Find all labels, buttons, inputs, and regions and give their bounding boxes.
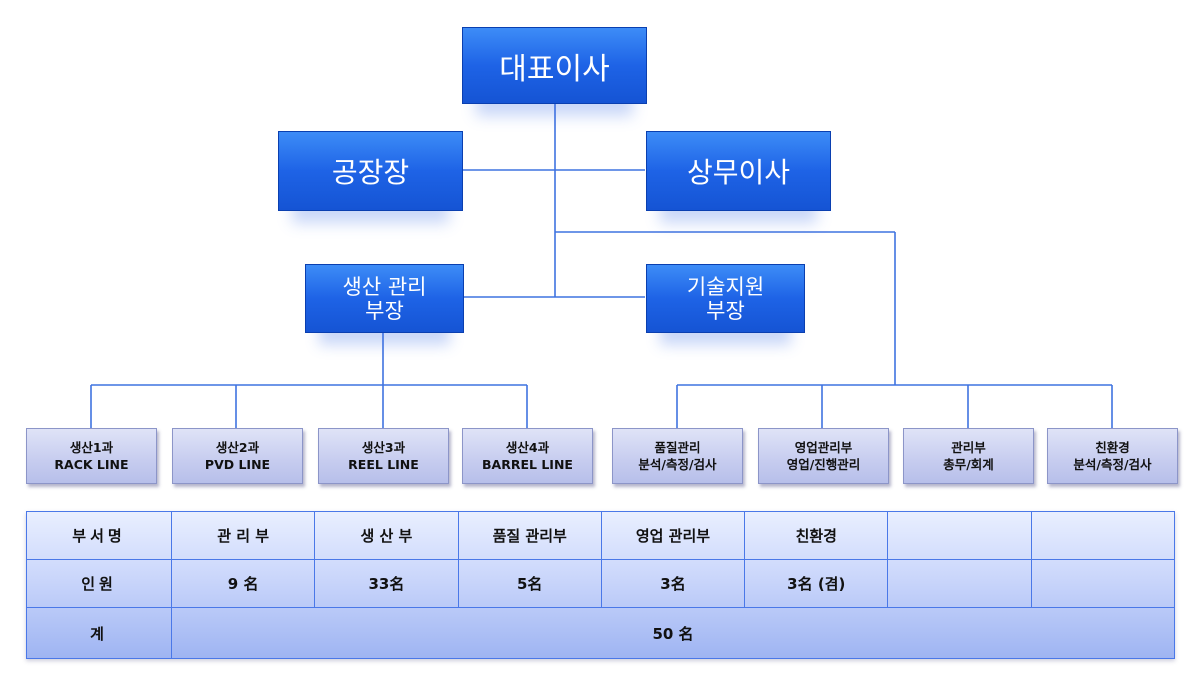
staff-label: 인원	[26, 559, 172, 608]
plant-manager-box: 공장장	[278, 131, 463, 211]
team-name: 영업관리부	[794, 440, 853, 455]
table-cell: 33名	[314, 559, 459, 608]
table-cell: 5名	[457, 559, 602, 608]
department-row: 부서명 관 리 부 생 산 부 품질 관리부 영업 관리부 친환경	[26, 511, 1176, 560]
managing-director-box: 상무이사	[646, 131, 831, 211]
table-cell: 관 리 부	[170, 511, 316, 560]
table-cell: 3名 (겸)	[744, 559, 889, 608]
team-box-production1: 생산1과 RACK LINE	[26, 428, 157, 484]
team-sub: PVD LINE	[204, 457, 271, 472]
team-name: 생산2과	[215, 440, 260, 455]
table-cell: 3名	[600, 559, 746, 608]
team-sub: 총무/회계	[943, 457, 994, 472]
table-cell	[887, 511, 1032, 560]
department-label: 부서명	[26, 511, 172, 560]
team-name: 관리부	[951, 440, 986, 455]
team-name: 생산4과	[505, 440, 550, 455]
staff-row: 인원 9 名 33名 5名 3名 3名 (겸)	[26, 559, 1176, 608]
production-manager-box: 생산 관리 부장	[305, 264, 464, 333]
total-value: 50 名	[171, 607, 1175, 659]
tech-support-manager-box: 기술지원 부장	[646, 264, 805, 333]
table-cell: 영업 관리부	[600, 511, 746, 560]
table-cell: 품질 관리부	[457, 511, 602, 560]
table-cell: 9 名	[170, 559, 316, 608]
table-cell: 생 산 부	[314, 511, 459, 560]
team-name: 친환경	[1095, 440, 1130, 455]
team-name: 품질관리	[654, 440, 701, 455]
team-sub: 분석/측정/검사	[1073, 457, 1152, 472]
total-label: 계	[26, 607, 172, 659]
team-name: 생산3과	[361, 440, 406, 455]
staff-summary-table: 부서명 관 리 부 생 산 부 품질 관리부 영업 관리부 친환경 인원 9 名…	[26, 511, 1176, 659]
table-cell	[1030, 511, 1176, 560]
team-box-production2: 생산2과 PVD LINE	[172, 428, 303, 484]
total-row: 계 50 名	[26, 607, 1175, 659]
team-sub: 분석/측정/검사	[638, 457, 717, 472]
team-sub: BARREL LINE	[482, 457, 573, 472]
table-cell	[1030, 559, 1176, 608]
team-box-production4: 생산4과 BARREL LINE	[462, 428, 593, 484]
team-sub: RACK LINE	[54, 457, 129, 472]
table-cell	[887, 559, 1032, 608]
ceo-box: 대표이사	[462, 27, 647, 104]
table-cell: 친환경	[744, 511, 889, 560]
team-sub: 영업/진행관리	[786, 457, 861, 472]
team-name: 생산1과	[69, 440, 114, 455]
team-sub: REEL LINE	[348, 457, 419, 472]
team-box-production3: 생산3과 REEL LINE	[318, 428, 449, 484]
